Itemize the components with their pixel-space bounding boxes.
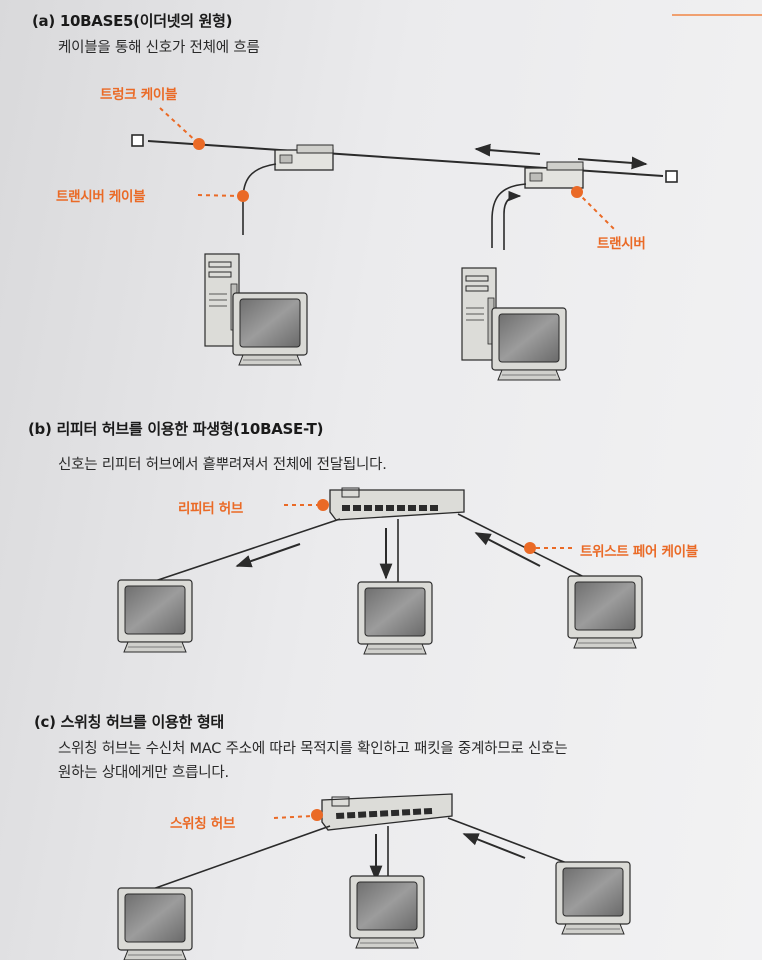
monitor-b-1 bbox=[117, 579, 193, 653]
section-c-description-line2: 원하는 상대에게만 흐릅니다. bbox=[58, 765, 229, 781]
section-a-description: 케이블을 통해 신호가 전체에 흐름 bbox=[58, 40, 260, 56]
terminator-right bbox=[665, 170, 678, 183]
corner-decoration bbox=[672, 14, 762, 16]
cable-b-right bbox=[457, 513, 591, 581]
transceiver-dot bbox=[571, 186, 583, 198]
section-b-description: 신호는 리피터 허브에서 흩뿌려져서 전체에 전달됩니다. bbox=[58, 457, 387, 473]
monitor-b-2 bbox=[357, 581, 433, 655]
trunk-cable-label: 트렁크 케이블 bbox=[100, 87, 178, 103]
monitor-1 bbox=[232, 292, 308, 366]
transceiver-cable-label: 트랜시버 케이블 bbox=[56, 189, 146, 205]
transceiver-label: 트랜시버 bbox=[597, 236, 646, 252]
arrow-b-right bbox=[474, 532, 541, 567]
switching-hub-label: 스위칭 허브 bbox=[170, 816, 235, 832]
section-c-description-line1: 스위칭 허브는 수신처 MAC 주소에 따라 목적지를 확인하고 패킷을 중계하… bbox=[58, 741, 568, 757]
monitor-c-3 bbox=[555, 861, 631, 935]
monitor-c-1 bbox=[117, 887, 193, 960]
transceiver-1 bbox=[274, 144, 334, 171]
monitor-b-3 bbox=[567, 575, 643, 649]
monitor-c-2 bbox=[349, 875, 425, 949]
section-a-title: (a) 10BASE5(이더넷의 원형) bbox=[32, 12, 233, 30]
arrow-c-right bbox=[462, 833, 526, 859]
switching-hub-dot bbox=[311, 809, 323, 821]
transceiver-cable-dot bbox=[237, 190, 249, 202]
computer-tower-2 bbox=[461, 267, 497, 361]
transceiver-cable-1 bbox=[242, 163, 277, 235]
repeater-hub-label: 리피터 허브 bbox=[178, 501, 243, 517]
repeater-hub bbox=[329, 487, 465, 521]
section-b-title: (b) 리피터 허브를 이용한 파생형(10BASE-T) bbox=[28, 420, 324, 438]
terminator-left bbox=[131, 134, 144, 147]
section-b-diagram bbox=[117, 487, 643, 655]
section-c-title: (c) 스위칭 허브를 이용한 형태 bbox=[34, 713, 224, 731]
transceiver-cable-2 bbox=[491, 183, 527, 248]
repeater-hub-dot bbox=[317, 499, 329, 511]
signal-arrow-left bbox=[474, 143, 541, 157]
arrow-b-left bbox=[235, 543, 301, 568]
switching-hub bbox=[321, 793, 453, 831]
cable-c-right bbox=[447, 817, 581, 869]
section-c-diagram bbox=[117, 793, 631, 960]
cable-b-left bbox=[151, 518, 341, 583]
trunk-cable-dot bbox=[193, 138, 205, 150]
signal-arrow-up bbox=[503, 190, 522, 250]
transceiver-2 bbox=[524, 161, 584, 189]
twisted-pair-cable-label: 트위스트 페어 케이블 bbox=[580, 544, 698, 560]
section-a-diagram bbox=[131, 107, 678, 381]
trunk-cable bbox=[147, 140, 664, 177]
signal-arrow-right bbox=[577, 156, 648, 170]
cable-c-left bbox=[149, 825, 331, 891]
monitor-2 bbox=[491, 307, 567, 381]
twisted-pair-dot bbox=[524, 542, 536, 554]
